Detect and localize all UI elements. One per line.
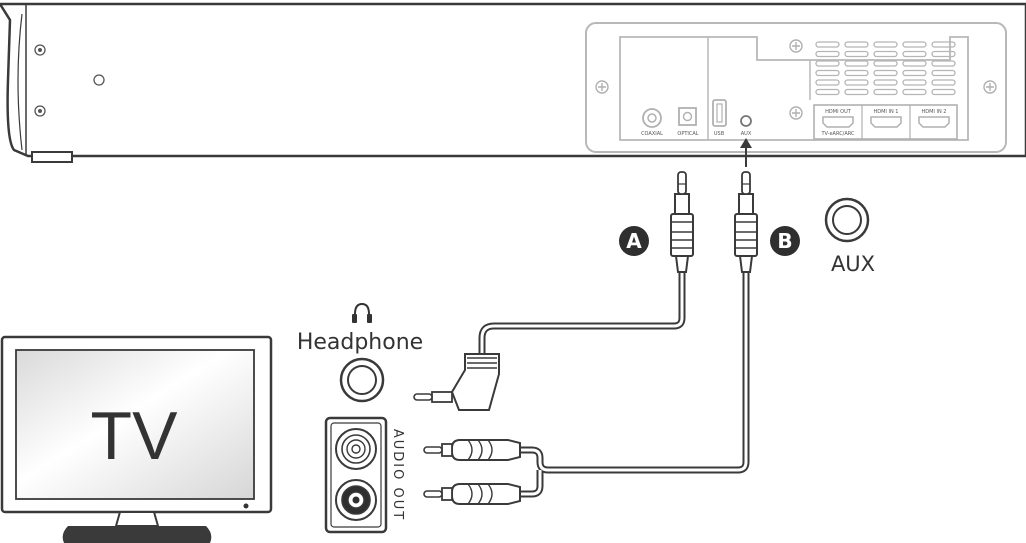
svg-text:HDMI IN 1: HDMI IN 1 [874, 109, 899, 115]
svg-text:COAXIAL: COAXIAL [641, 131, 663, 137]
rca-jack-white [335, 428, 377, 470]
vent-slot [844, 60, 869, 67]
vent-slot [902, 79, 927, 86]
rear-panel: COAXIAL OPTICAL USB AUX HDMI OUT HDMI IN… [585, 22, 1007, 153]
headphone-jack: Headphone [297, 302, 423, 403]
vent-slot [873, 41, 898, 48]
svg-text:USB: USB [714, 131, 725, 137]
vent-slot [844, 69, 869, 77]
vent-slot [815, 88, 840, 96]
usb-port: USB [712, 99, 727, 137]
vent-slot [844, 50, 869, 58]
aux-jack-callout: AUX [824, 197, 875, 276]
cable-a [413, 171, 694, 411]
audio-out-label: AUDIO OUT [390, 429, 405, 521]
headphone-icon [352, 302, 372, 323]
rca-jack-red [335, 479, 377, 521]
vent-slot [931, 69, 956, 77]
vent-slot [844, 88, 869, 96]
headphone-label: Headphone [297, 330, 423, 355]
vent-slot [931, 41, 956, 48]
svg-text:OPTICAL: OPTICAL [677, 131, 698, 137]
cable-a-top-plug [670, 171, 694, 273]
svg-text:AUX: AUX [741, 131, 752, 137]
vent-slot [815, 69, 840, 77]
vent-slot [815, 41, 840, 48]
cable-b-top-plug [734, 171, 758, 273]
vent-slot [815, 79, 840, 86]
vent-slot [931, 88, 956, 96]
tv: TV [0, 335, 273, 543]
panel-screws [595, 39, 997, 120]
vent-slot [931, 50, 956, 58]
vent-grille [815, 41, 956, 96]
vent-slot [873, 88, 898, 96]
audio-out-panel: AUDIO OUT [324, 416, 405, 534]
screw-icon [34, 105, 46, 117]
vent-slot [873, 60, 898, 67]
vent-slot [902, 50, 927, 58]
vent-slot [931, 79, 956, 86]
cable-b [423, 171, 758, 505]
vent-slot [844, 41, 869, 48]
cable-b-badge: B [770, 226, 800, 256]
svg-text:B: B [777, 229, 792, 253]
vent-slot [902, 60, 927, 67]
optical-port: OPTICAL [677, 107, 699, 137]
aux-label: AUX [831, 252, 875, 276]
vent-slot [931, 60, 956, 67]
svg-text:HDMI OUT: HDMI OUT [825, 109, 852, 115]
aux-insert-arrow [740, 138, 752, 167]
vent-slot [902, 41, 927, 48]
vent-slot [902, 69, 927, 77]
svg-text:HDMI IN 2: HDMI IN 2 [922, 109, 947, 115]
vent-slot [873, 69, 898, 77]
vent-slot [873, 50, 898, 58]
rca-plug-top [423, 439, 521, 461]
vent-slot [815, 50, 840, 58]
coaxial-port: COAXIAL [641, 108, 663, 137]
vent-slot [844, 79, 869, 86]
cable-a-right-angle-plug [413, 353, 500, 411]
vent-slot [902, 88, 927, 96]
svg-text:TV-eARC/ARC: TV-eARC/ARC [820, 131, 855, 137]
hole-icon [93, 74, 105, 86]
svg-text:A: A [626, 229, 642, 253]
cable-a-badge: A [619, 226, 649, 256]
hdmi-ports: HDMI OUT HDMI IN 1 HDMI IN 2 TV-eARC/ARC [813, 104, 958, 140]
vent-slot [873, 79, 898, 86]
aux-port: AUX [740, 115, 752, 137]
screw-icon [34, 44, 46, 56]
vent-slot [815, 60, 840, 67]
power-led-icon [243, 503, 249, 509]
rca-plug-bottom [423, 483, 521, 505]
tv-label: TV [91, 398, 179, 474]
